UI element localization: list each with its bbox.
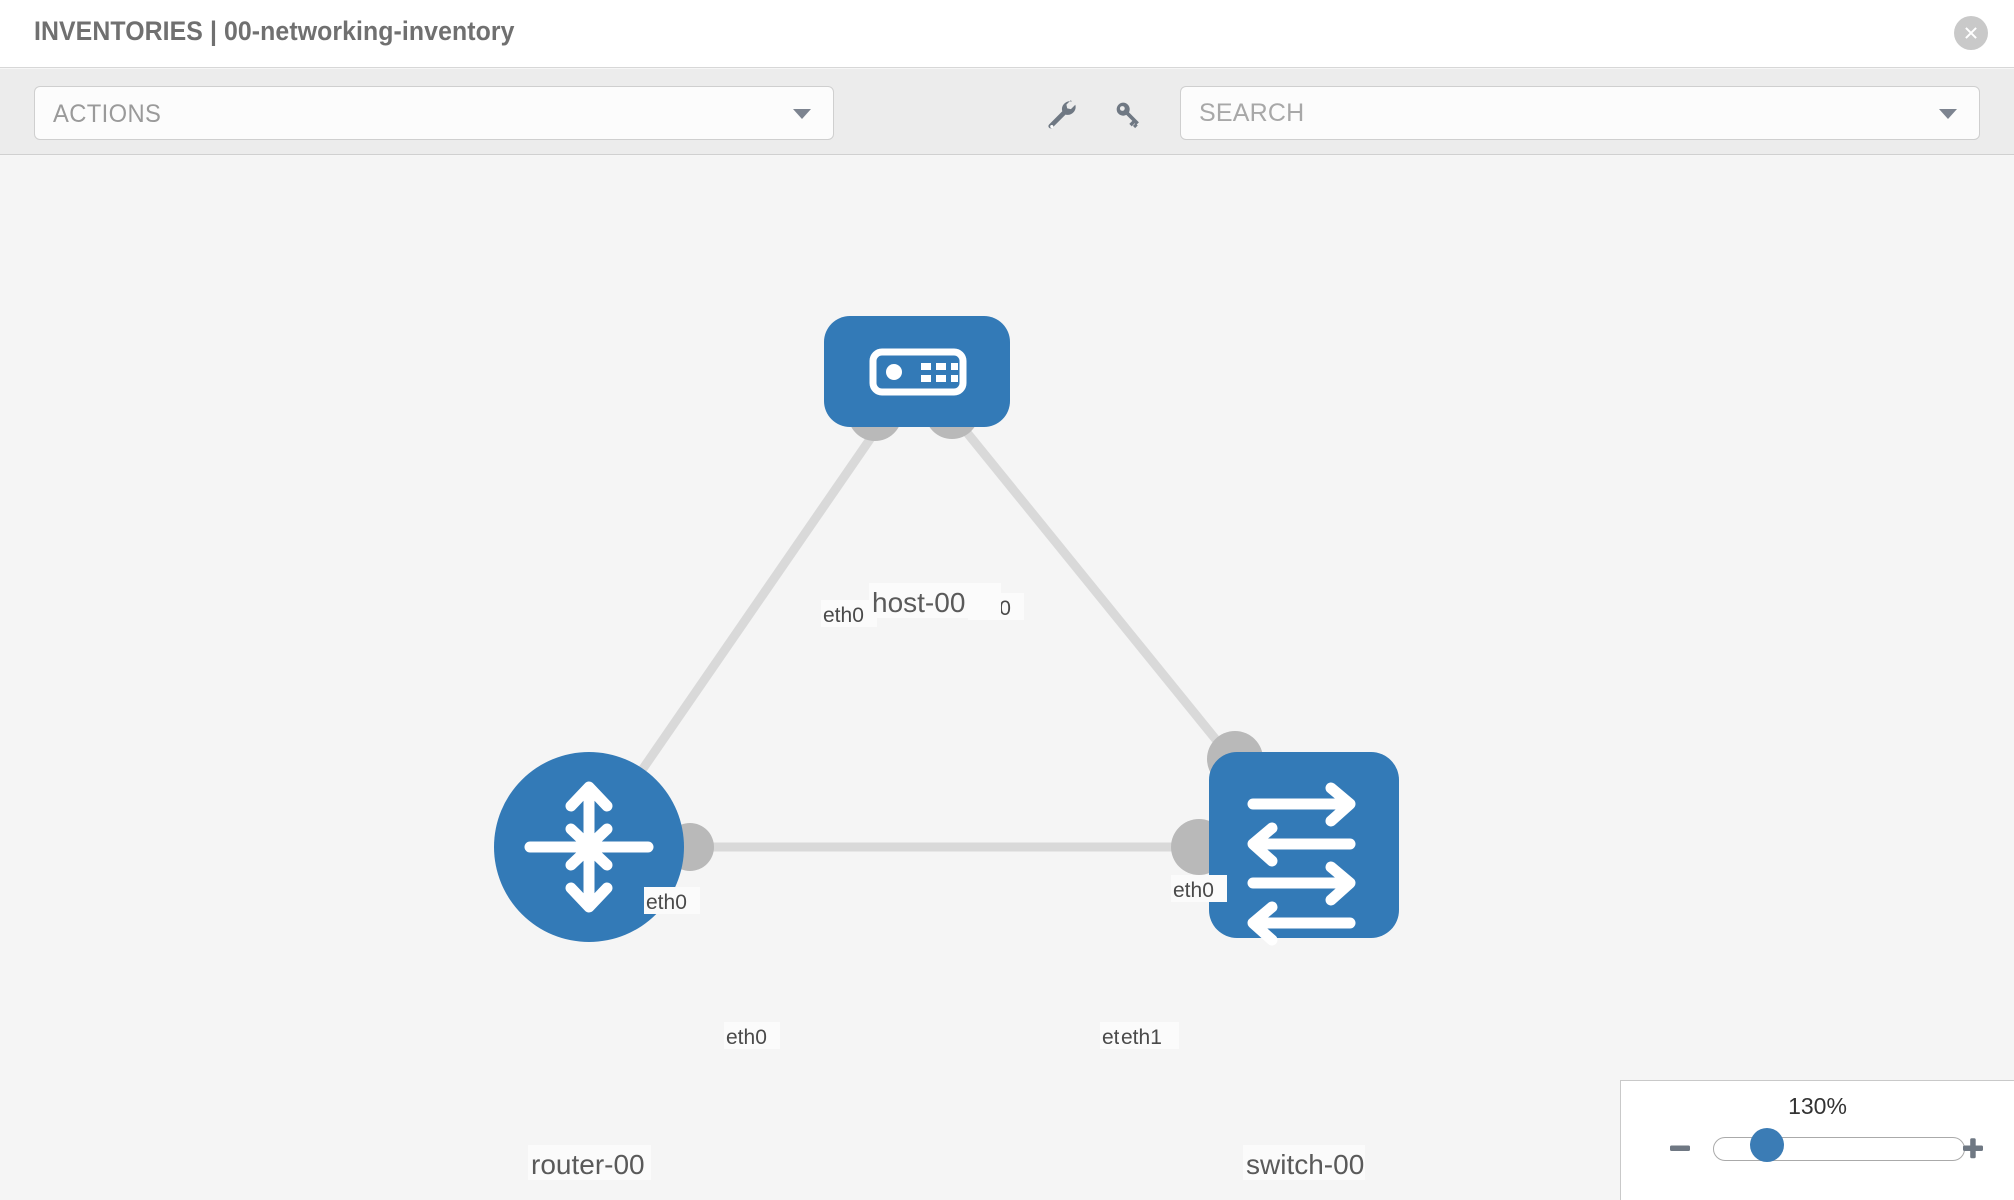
zoom-out-button[interactable] — [1665, 1133, 1695, 1163]
close-icon — [1965, 27, 1977, 39]
plus-icon — [1963, 1138, 1983, 1159]
toolbar: ACTIONS SEARCH — [0, 69, 2014, 155]
edge-router-host[interactable] — [585, 368, 921, 850]
zoom-control-panel: 130% — [1620, 1080, 2014, 1200]
search-chevron-down-icon[interactable] — [1939, 109, 1957, 119]
wrench-button[interactable] — [1038, 95, 1082, 133]
topology-canvas[interactable]: eth0 eth0 eth0 eth0 eth0 eth eth1 — [0, 156, 2014, 1200]
node-label-router-00: router-00 — [531, 1149, 645, 1180]
zoom-level-value: 130% — [1788, 1093, 1847, 1119]
switch-arrows-icon — [1247, 782, 1356, 946]
node-label-switch-00: switch-00 — [1246, 1149, 1364, 1180]
iface-label-switch-up: eth0 — [1173, 879, 1214, 902]
iface-label-host-left: eth0 — [823, 604, 864, 627]
iface-label-switch-left: eth1 — [1121, 1026, 1162, 1049]
iface-label-router-up: eth0 — [646, 891, 687, 914]
topology-graph: eth0 eth0 eth0 eth0 eth0 eth eth1 — [494, 316, 1399, 1180]
key-icon — [1116, 102, 1139, 129]
interface-labels: eth0 eth0 eth0 eth0 eth0 eth eth1 — [644, 593, 1227, 1049]
actions-dropdown[interactable]: ACTIONS — [34, 86, 834, 140]
iface-label-router-right: eth0 — [726, 1026, 767, 1049]
node-host-00[interactable] — [824, 316, 1010, 427]
topology-ports — [666, 385, 1263, 875]
key-button[interactable] — [1106, 95, 1150, 133]
zoom-in-button[interactable] — [1958, 1133, 1988, 1163]
node-router-00[interactable] — [494, 752, 684, 942]
chevron-down-icon — [793, 109, 811, 119]
close-button[interactable] — [1954, 16, 1988, 50]
node-label-host-00: host-00 — [872, 587, 965, 618]
node-labels: host-00 router-00 switch-00 — [528, 583, 1365, 1180]
node-switch-00[interactable] — [1209, 752, 1399, 946]
server-icon — [869, 348, 967, 396]
page-header: INVENTORIES | 00-networking-inventory — [0, 0, 2014, 68]
page-title: INVENTORIES | 00-networking-inventory — [34, 16, 515, 46]
search-input[interactable]: SEARCH — [1180, 86, 1980, 140]
search-placeholder: SEARCH — [1199, 99, 1305, 127]
minus-icon — [1670, 1145, 1690, 1151]
zoom-slider-thumb[interactable] — [1750, 1128, 1784, 1162]
wrench-icon — [1048, 100, 1076, 129]
router-arrows-icon — [524, 781, 654, 913]
actions-dropdown-label: ACTIONS — [53, 100, 162, 128]
